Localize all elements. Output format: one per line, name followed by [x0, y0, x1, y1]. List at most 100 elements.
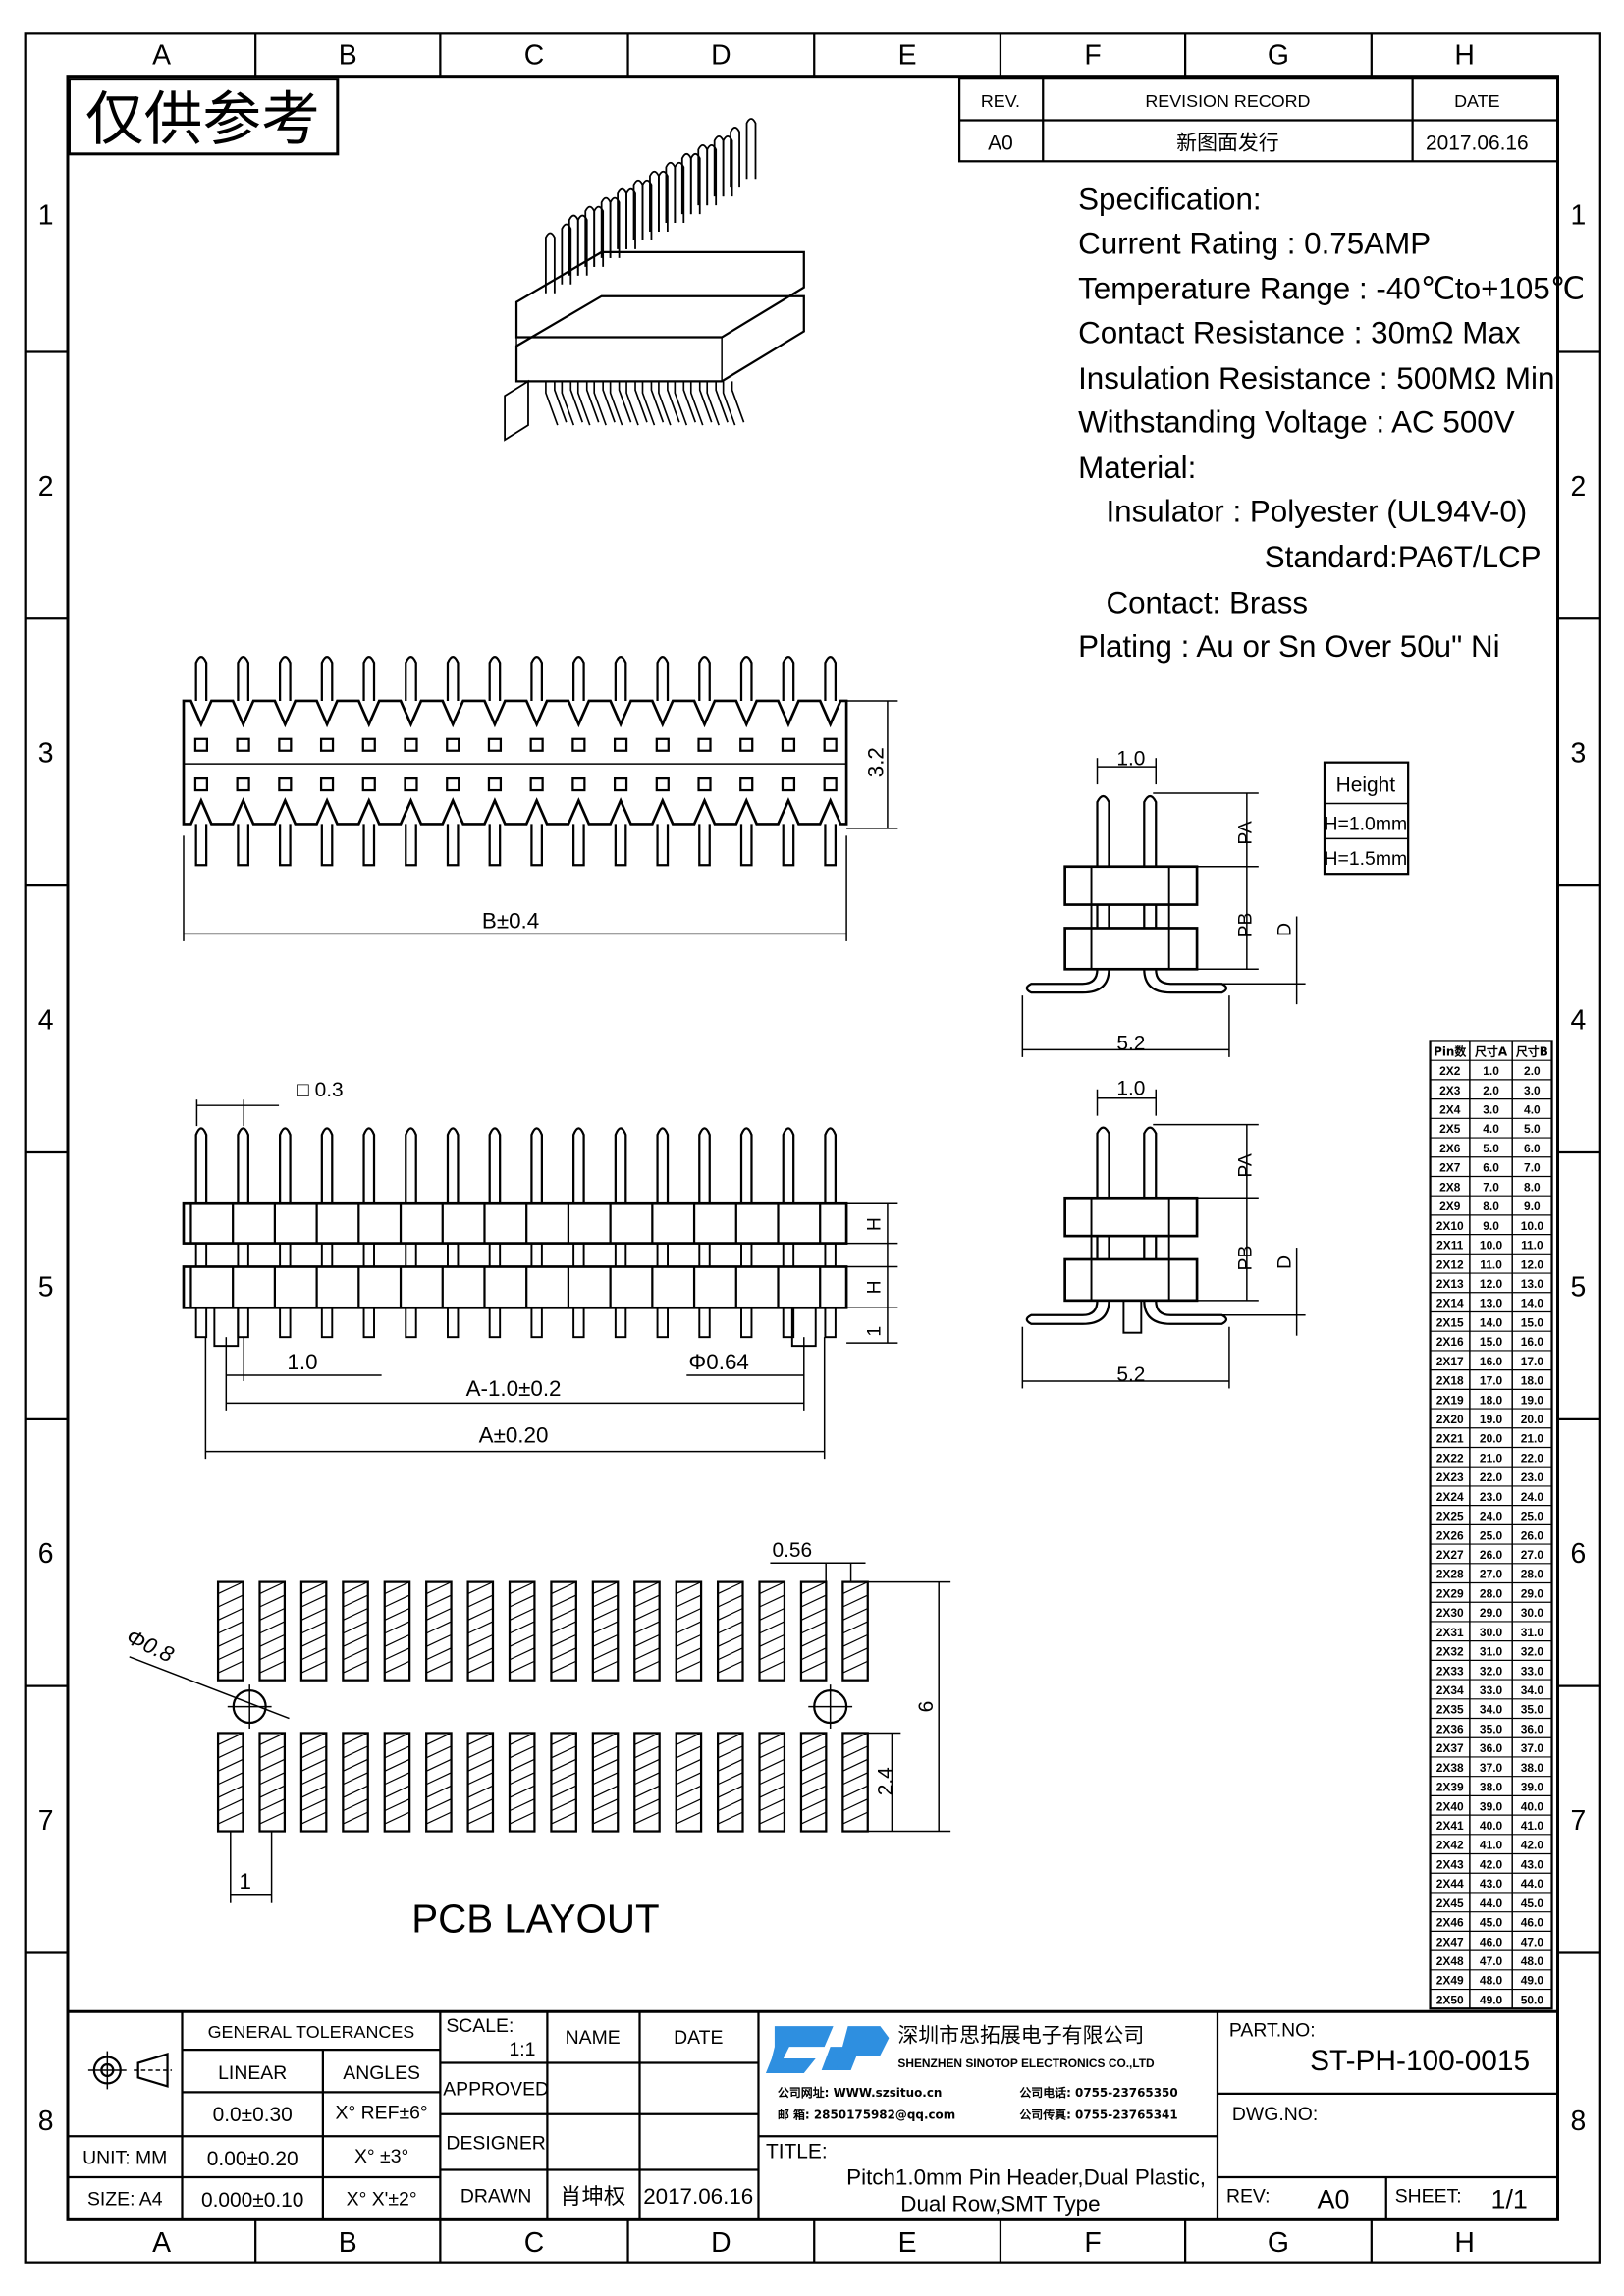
- pad-hatch: [384, 1633, 410, 1647]
- pin: [194, 824, 208, 867]
- pin: [641, 179, 653, 240]
- row-label-4: 4: [1571, 1005, 1587, 1037]
- table-cell: 3.0: [1483, 1103, 1499, 1117]
- pad-hatch: [384, 1607, 410, 1621]
- pin: [740, 1242, 753, 1268]
- row-label-6: 6: [1571, 1538, 1587, 1570]
- row-label-7: 7: [1571, 1805, 1587, 1837]
- table-cell: 45.0: [1480, 1916, 1503, 1930]
- pad-hatch: [467, 1758, 494, 1772]
- pad-hatch: [634, 1660, 660, 1674]
- dim-h2: H: [863, 1280, 885, 1294]
- tail: [545, 381, 568, 426]
- pad-hatch: [592, 1581, 619, 1595]
- pin: [194, 1127, 208, 1204]
- pad-hatch: [343, 1772, 368, 1786]
- pad-hatch: [509, 1594, 535, 1608]
- table-cell: 2X38: [1436, 1761, 1464, 1775]
- pin: [447, 1242, 460, 1268]
- table-cell: 2X43: [1436, 1857, 1464, 1871]
- pad-hatch: [717, 1647, 743, 1661]
- table-cell: 2.0: [1524, 1064, 1541, 1078]
- pin: [447, 1307, 460, 1339]
- pin-square: [193, 776, 209, 792]
- table-cell: 2X13: [1436, 1277, 1464, 1291]
- table-cell: 7.0: [1524, 1161, 1541, 1175]
- pin: [405, 824, 417, 867]
- pin: [279, 1307, 292, 1339]
- pad-hatch: [509, 1633, 535, 1647]
- pad-hatch: [425, 1785, 452, 1798]
- row-label-2: 2: [38, 471, 54, 503]
- table-cell: 48.0: [1480, 1974, 1503, 1988]
- pad-hatch: [259, 1647, 286, 1661]
- pin: [405, 1242, 417, 1268]
- dim-square: □ 0.3: [297, 1079, 344, 1101]
- pad-hatch: [300, 1581, 327, 1595]
- pad-hatch: [467, 1647, 494, 1661]
- spec-line: Contact: Brass: [1106, 585, 1308, 619]
- pin: [782, 1127, 795, 1204]
- table-cell: 2X14: [1436, 1297, 1464, 1310]
- pad-hatch: [551, 1607, 577, 1621]
- table-cell: 2X23: [1436, 1470, 1464, 1484]
- table-cell: 9.0: [1483, 1219, 1499, 1233]
- pad-hatch: [259, 1811, 286, 1825]
- housing: [1063, 1257, 1199, 1303]
- pad-hatch: [551, 1581, 577, 1595]
- pad-hatch: [717, 1758, 743, 1772]
- designer-label: DESIGNER: [446, 2133, 545, 2155]
- pad-top: [216, 1580, 244, 1682]
- side1-width: 5.2: [1116, 1032, 1145, 1054]
- pad-hatch: [592, 1633, 619, 1647]
- table-cell: 15.0: [1521, 1315, 1544, 1329]
- table-cell: 5.0: [1524, 1122, 1541, 1136]
- pad-hatch: [551, 1785, 577, 1798]
- pin: [698, 824, 711, 867]
- pin: [278, 824, 292, 867]
- table-cell: 8.0: [1483, 1200, 1499, 1213]
- column-label-D: D: [711, 2227, 731, 2259]
- pad-hatch: [717, 1594, 743, 1608]
- pad-hatch: [509, 1811, 535, 1825]
- pin: [320, 1127, 334, 1204]
- pad-bottom: [550, 1732, 577, 1833]
- table-cell: 2X30: [1436, 1606, 1464, 1620]
- pad-hatch: [425, 1594, 452, 1608]
- table-cell: 31.0: [1480, 1645, 1503, 1659]
- table-cell: 28.0: [1521, 1568, 1544, 1581]
- pad-hatch: [634, 1621, 660, 1634]
- pcb-layout-title: PCB LAYOUT: [411, 1896, 659, 1942]
- pin: [593, 205, 605, 267]
- pad-hatch: [800, 1594, 827, 1608]
- pad-hatch: [842, 1745, 869, 1759]
- title-label: TITLE:: [766, 2141, 828, 2163]
- column-label-C: C: [524, 2227, 544, 2259]
- pad-hatch: [634, 1581, 660, 1595]
- pad-hatch: [425, 1811, 452, 1825]
- column-label-A: A: [152, 2227, 171, 2259]
- pad-hatch: [343, 1581, 368, 1595]
- pin: [362, 824, 376, 867]
- pad-hatch: [676, 1758, 702, 1772]
- pin: [320, 824, 334, 867]
- pad-hatch: [551, 1811, 577, 1825]
- pin: [1143, 794, 1158, 867]
- pad-bottom: [299, 1732, 328, 1833]
- pin: [614, 656, 627, 701]
- table-cell: 2X48: [1436, 1954, 1464, 1968]
- tail-left: [1025, 969, 1110, 994]
- table-cell: 2X5: [1439, 1122, 1461, 1136]
- dim-a: A±0.20: [479, 1423, 549, 1448]
- pad-hatch: [509, 1621, 535, 1634]
- table-cell: 37.0: [1521, 1741, 1544, 1755]
- table-cell: 4.0: [1524, 1103, 1541, 1117]
- pin: [362, 1307, 375, 1339]
- table-cell: 39.0: [1480, 1799, 1503, 1813]
- row-label-5: 5: [1571, 1271, 1587, 1303]
- pad-hatch: [343, 1758, 368, 1772]
- pad-hatch: [592, 1745, 619, 1759]
- table-cell: 2X16: [1436, 1335, 1464, 1349]
- pad-hatch: [717, 1660, 743, 1674]
- pin: [194, 1242, 208, 1268]
